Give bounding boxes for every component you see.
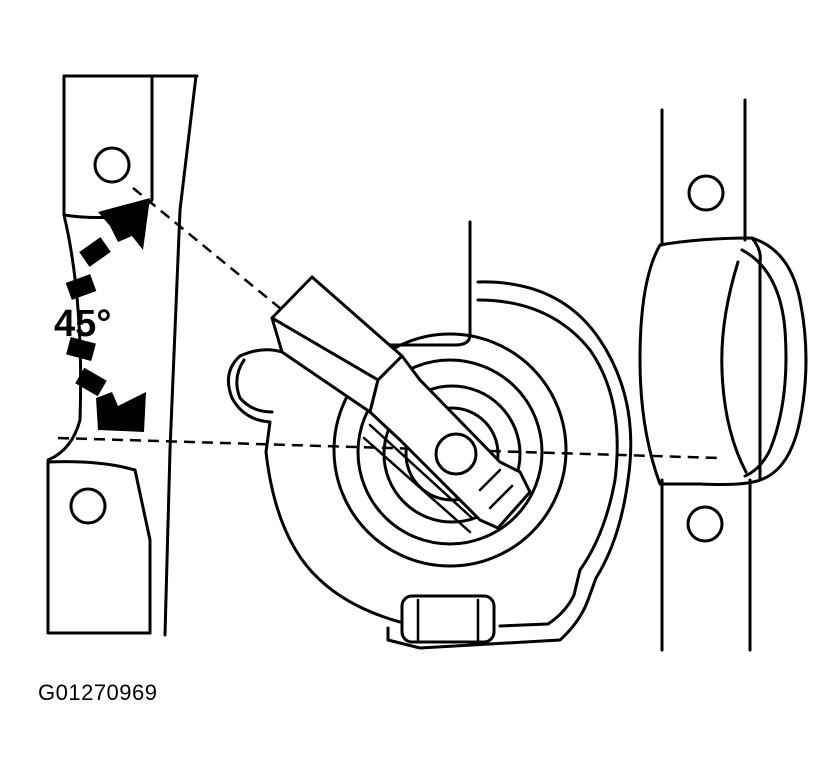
figure-id: G01270969 [38, 680, 158, 705]
end-alignment-line [57, 436, 721, 460]
start-alignment-line [132, 187, 293, 319]
wire-connector [400, 594, 496, 644]
rotor-base-rings [332, 332, 568, 568]
rotor-center-hub [434, 432, 478, 476]
rotation-arc-arrow [65, 198, 150, 432]
lower-left-bolt-hole [69, 487, 107, 525]
angle-label: 45° [54, 303, 111, 345]
rotor-arm [270, 275, 532, 534]
upper-left-bolt-hole [93, 146, 131, 184]
left-bracket [46, 74, 199, 637]
lower-right-bolt-hole [686, 505, 724, 543]
upper-right-bolt-hole [687, 174, 725, 212]
right-bracket [638, 98, 808, 652]
